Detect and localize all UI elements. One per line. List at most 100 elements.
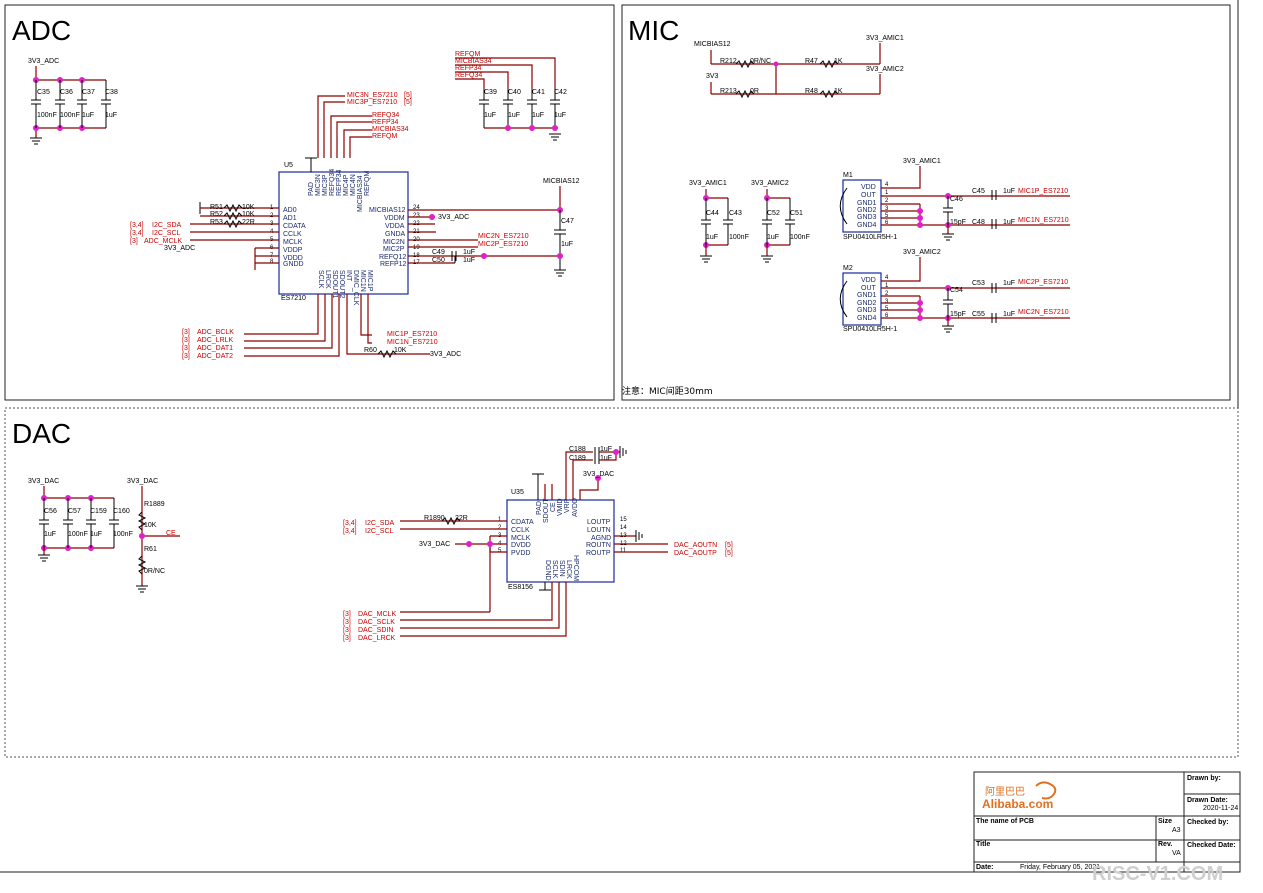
svg-text:OUT: OUT bbox=[861, 285, 877, 292]
svg-text:REFP34: REFP34 bbox=[336, 169, 343, 196]
svg-text:[5]: [5] bbox=[404, 99, 412, 106]
svg-text:GND4: GND4 bbox=[857, 315, 877, 322]
svg-text:1uF: 1uF bbox=[767, 234, 779, 241]
svg-text:C55: C55 bbox=[972, 311, 985, 318]
svg-text:1uF: 1uF bbox=[532, 112, 544, 119]
svg-text:10K: 10K bbox=[394, 347, 407, 354]
svg-text:VDD: VDD bbox=[861, 184, 876, 191]
dac-title: DAC bbox=[12, 418, 71, 449]
svg-text:MIC1P: MIC1P bbox=[366, 270, 373, 292]
resistor-symbols bbox=[137, 59, 839, 575]
svg-text:3V3_AMIC1: 3V3_AMIC1 bbox=[866, 35, 904, 42]
svg-text:CE: CE bbox=[166, 530, 176, 537]
svg-text:I2C_SCL: I2C_SCL bbox=[152, 230, 181, 237]
svg-text:ADC_LRLK: ADC_LRLK bbox=[197, 337, 234, 344]
svg-text:SPU0410LR5H-1: SPU0410LR5H-1 bbox=[843, 234, 897, 241]
svg-text:VA: VA bbox=[1172, 850, 1181, 857]
svg-text:ADC_MCLK: ADC_MCLK bbox=[144, 238, 182, 245]
svg-text:R48: R48 bbox=[805, 88, 818, 95]
svg-text:VDDP: VDDP bbox=[283, 247, 303, 254]
svg-text:VMID: VMID bbox=[557, 499, 564, 517]
svg-text:GND1: GND1 bbox=[857, 200, 877, 207]
svg-text:DAC_SCLK: DAC_SCLK bbox=[358, 619, 395, 626]
svg-text:GND2: GND2 bbox=[857, 207, 877, 214]
dac-ce-network: 3V3_DAC R1889 10K R61 0R/NC CE bbox=[127, 478, 180, 593]
svg-text:10K: 10K bbox=[242, 211, 255, 218]
svg-text:100nF: 100nF bbox=[68, 531, 88, 538]
svg-text:4: 4 bbox=[885, 275, 889, 281]
svg-text:1uF: 1uF bbox=[484, 112, 496, 119]
svg-text:[5]: [5] bbox=[404, 92, 412, 99]
svg-text:MIC1N: MIC1N bbox=[359, 270, 366, 292]
mic-frame bbox=[621, 4, 1231, 401]
svg-text:I2C_SDA: I2C_SDA bbox=[365, 520, 395, 527]
svg-text:LRCK: LRCK bbox=[565, 560, 572, 579]
svg-text:Drawn Date:: Drawn Date: bbox=[1187, 797, 1228, 804]
svg-text:1uF: 1uF bbox=[600, 455, 612, 462]
svg-text:1uF: 1uF bbox=[44, 531, 56, 538]
svg-text:6: 6 bbox=[885, 313, 889, 319]
svg-text:3: 3 bbox=[885, 299, 889, 305]
svg-text:SCLK: SCLK bbox=[317, 270, 324, 289]
dac-right-nets: DAC_AOUTN DAC_AOUTP [5] [5] bbox=[614, 530, 733, 557]
svg-text:100nF: 100nF bbox=[37, 112, 57, 119]
svg-text:REFQM: REFQM bbox=[372, 133, 397, 140]
svg-text:U35: U35 bbox=[511, 489, 524, 496]
svg-text:C57: C57 bbox=[68, 508, 81, 515]
svg-text:1uF: 1uF bbox=[554, 112, 566, 119]
svg-text:GND4: GND4 bbox=[857, 222, 877, 229]
svg-text:1: 1 bbox=[885, 190, 889, 196]
svg-text:VRP: VRP bbox=[564, 498, 571, 513]
svg-text:C51: C51 bbox=[790, 210, 803, 217]
svg-text:MICBIAS12: MICBIAS12 bbox=[369, 207, 406, 214]
svg-text:3V3_DAC: 3V3_DAC bbox=[28, 478, 59, 485]
svg-text:MIC2P_ES7210: MIC2P_ES7210 bbox=[478, 241, 528, 248]
svg-text:Drawn by:: Drawn by: bbox=[1187, 775, 1221, 782]
alibaba-logo-icon bbox=[1035, 781, 1057, 800]
mic-m1: M1 VDD OUT GND1 GND2 GND3 GND4 4 1 2 3 5… bbox=[839, 158, 1070, 241]
svg-text:1uF: 1uF bbox=[1003, 280, 1015, 287]
es7210-chip: U5 ES7210 AD0 AD1 CDATA CCLK MCLK VDDP V… bbox=[270, 157, 420, 306]
svg-text:[3,4]: [3,4] bbox=[130, 222, 144, 229]
svg-text:ES8156: ES8156 bbox=[508, 584, 533, 591]
svg-text:CE: CE bbox=[550, 502, 557, 512]
adc-bottom-nets: [3] [3] [3] [3] ADC_BCLK ADC_LRLK ADC_DA… bbox=[182, 294, 461, 360]
svg-text:MIC2N_ES7210: MIC2N_ES7210 bbox=[478, 233, 529, 240]
svg-text:VDDA: VDDA bbox=[385, 223, 405, 230]
svg-text:[3]: [3] bbox=[343, 627, 351, 634]
svg-text:REFQ12: REFQ12 bbox=[379, 254, 406, 261]
svg-text:GND3: GND3 bbox=[857, 214, 877, 221]
svg-text:VDDD: VDDD bbox=[283, 255, 303, 262]
svg-text:SDOUT1: SDOUT1 bbox=[331, 270, 338, 299]
svg-text:[3]: [3] bbox=[182, 329, 190, 336]
svg-text:HPCOM: HPCOM bbox=[572, 555, 579, 581]
svg-text:1uF: 1uF bbox=[706, 234, 718, 241]
svg-text:5: 5 bbox=[885, 213, 889, 219]
svg-text:[3]: [3] bbox=[130, 238, 138, 245]
svg-text:[3,4]: [3,4] bbox=[130, 230, 144, 237]
svg-text:MIC4P: MIC4P bbox=[343, 174, 350, 196]
svg-text:MICBIAS34: MICBIAS34 bbox=[372, 126, 409, 133]
svg-text:CDATA: CDATA bbox=[283, 223, 306, 230]
adc-title: ADC bbox=[12, 15, 71, 46]
svg-text:19: 19 bbox=[413, 245, 420, 251]
svg-text:10K: 10K bbox=[144, 522, 157, 529]
svg-text:8: 8 bbox=[270, 259, 274, 265]
svg-text:15pF: 15pF bbox=[950, 219, 966, 226]
mic-bias-network: MICBIAS12 R212 0R/NC R47 1K 3V3 R213 0R … bbox=[694, 35, 904, 95]
svg-text:Checked by:: Checked by: bbox=[1187, 819, 1229, 826]
svg-text:GND2: GND2 bbox=[857, 300, 877, 307]
svg-text:ADC_DAT1: ADC_DAT1 bbox=[197, 345, 233, 352]
svg-text:1K: 1K bbox=[834, 58, 843, 65]
svg-text:C47: C47 bbox=[561, 218, 574, 225]
svg-text:R60: R60 bbox=[364, 347, 377, 354]
svg-text:PVDD: PVDD bbox=[511, 550, 530, 557]
dac-left-nets: R1890 22R [3,4] [3,4] I2C_SDA I2C_SCL 3V… bbox=[343, 515, 507, 612]
svg-text:DAC_LRCK: DAC_LRCK bbox=[358, 635, 396, 642]
svg-text:VDDM: VDDM bbox=[384, 215, 405, 222]
svg-text:[3,4]: [3,4] bbox=[343, 520, 357, 527]
svg-text:[3,4]: [3,4] bbox=[343, 528, 357, 535]
svg-text:C35: C35 bbox=[37, 89, 50, 96]
mic-title: MIC bbox=[628, 15, 679, 46]
